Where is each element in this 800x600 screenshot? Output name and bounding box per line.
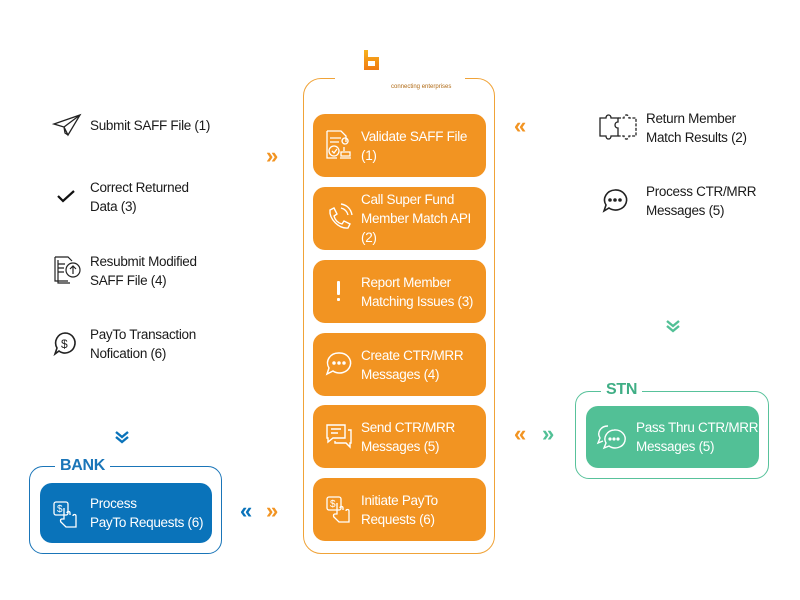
item-line2: Nofication (6) xyxy=(90,346,167,361)
step-validate-saff-file[interactable]: Validate SAFF File (1) xyxy=(313,114,486,177)
brand-logo-icon xyxy=(364,50,379,70)
chat-bubble-icon xyxy=(602,189,628,213)
exclamation-icon xyxy=(337,281,340,301)
step-call-member-match-api[interactable]: Call Super Fund Member Match API (2) xyxy=(313,187,486,250)
bank-process-payto-requests[interactable]: $ Process PayTo Requests (6) xyxy=(40,483,212,543)
chat-bubble-icon xyxy=(325,352,352,376)
puzzle-icon xyxy=(599,114,637,140)
chevron-down-icon xyxy=(666,320,680,333)
step-line2: Member Match API (2) xyxy=(361,211,471,245)
svg-text:$: $ xyxy=(57,504,63,515)
frame-gap xyxy=(335,74,465,84)
step-initiate-payto-requests[interactable]: $ Initiate PayTo Requests (6) xyxy=(313,478,486,541)
brand-tagline: connecting enterprises xyxy=(391,84,452,90)
phone-call-icon xyxy=(329,203,353,229)
bank-line1: Process xyxy=(90,496,137,511)
stn-pass-thru-messages[interactable]: Pass Thru CTR/MRR Messages (5) xyxy=(586,406,759,468)
stn-label: STN xyxy=(601,381,643,399)
arrow-left-icon: « xyxy=(514,421,527,446)
bank-label: BANK xyxy=(55,457,111,475)
step-line1: Report Member xyxy=(361,274,451,290)
left-item-payto-notification: PayTo Transaction Nofication (6) xyxy=(90,325,196,363)
step-send-ctr-mrr-messages[interactable]: Send CTR/MRR Messages (5) xyxy=(313,405,486,468)
right-item-return-results: Return Member Match Results (2) xyxy=(646,109,747,147)
left-item-submit-saff: Submit SAFF File (1) xyxy=(90,116,210,135)
stn-line2: Messages (5) xyxy=(636,439,715,454)
svg-text:$: $ xyxy=(330,499,336,510)
step-report-matching-issues[interactable]: Report Member Matching Issues (3) xyxy=(313,260,486,323)
document-stamp-icon xyxy=(326,130,351,159)
step-line1: Validate SAFF File (1) xyxy=(361,128,468,163)
step-line2: Messages (4) xyxy=(361,366,440,382)
step-line1: Initiate PayTo xyxy=(361,492,438,508)
step-line2: Requests (6) xyxy=(361,511,435,527)
arrow-left-icon: « xyxy=(514,113,527,138)
item-line1: Process CTR/MRR xyxy=(646,184,757,199)
stn-frame xyxy=(575,391,769,479)
item-line2: Messages (5) xyxy=(646,203,725,218)
arrow-right-icon: » xyxy=(266,498,279,523)
item-line1: Return Member xyxy=(646,111,736,126)
checkmark-icon xyxy=(57,190,75,203)
item-line1: Correct Returned xyxy=(90,180,189,195)
svg-text:$: $ xyxy=(61,337,68,351)
step-line2: Messages (5) xyxy=(361,438,440,454)
right-item-process-ctr: Process CTR/MRR Messages (5) xyxy=(646,182,757,220)
arrow-right-icon: » xyxy=(266,143,279,168)
step-line1: Create CTR/MRR xyxy=(361,347,464,363)
item-line2: Data (3) xyxy=(90,199,137,214)
bank-line2: PayTo Requests (6) xyxy=(90,515,204,530)
message-lines-icon xyxy=(326,424,352,449)
file-upload-icon xyxy=(54,256,81,284)
item-line2: Match Results (2) xyxy=(646,130,747,145)
arrow-right-icon: » xyxy=(542,421,555,446)
step-line2: Matching Issues (3) xyxy=(361,293,474,309)
dollar-tap-icon: $ xyxy=(53,501,77,528)
bank-frame xyxy=(29,466,222,554)
item-line1: Resubmit Modified xyxy=(90,254,197,269)
step-create-ctr-mrr-messages[interactable]: Create CTR/MRR Messages (4) xyxy=(313,333,486,396)
stn-line1: Pass Thru CTR/MRR xyxy=(636,420,759,435)
left-item-resubmit-saff: Resubmit Modified SAFF File (4) xyxy=(90,252,197,290)
chevron-down-icon xyxy=(115,431,129,444)
double-chat-icon xyxy=(596,425,626,450)
dollar-chat-icon: $ xyxy=(53,332,76,357)
step-line1: Send CTR/MRR xyxy=(361,419,455,435)
dollar-tap-icon: $ xyxy=(326,496,350,523)
paper-plane-icon xyxy=(52,113,82,137)
item-line1: PayTo Transaction xyxy=(90,327,196,342)
item-line2: SAFF File (4) xyxy=(90,273,167,288)
step-line1: Call Super Fund xyxy=(361,192,455,207)
item-line1: Submit SAFF File (1) xyxy=(90,118,211,133)
left-item-correct-data: Correct Returned Data (3) xyxy=(90,178,189,216)
arrow-left-icon: « xyxy=(240,498,253,523)
